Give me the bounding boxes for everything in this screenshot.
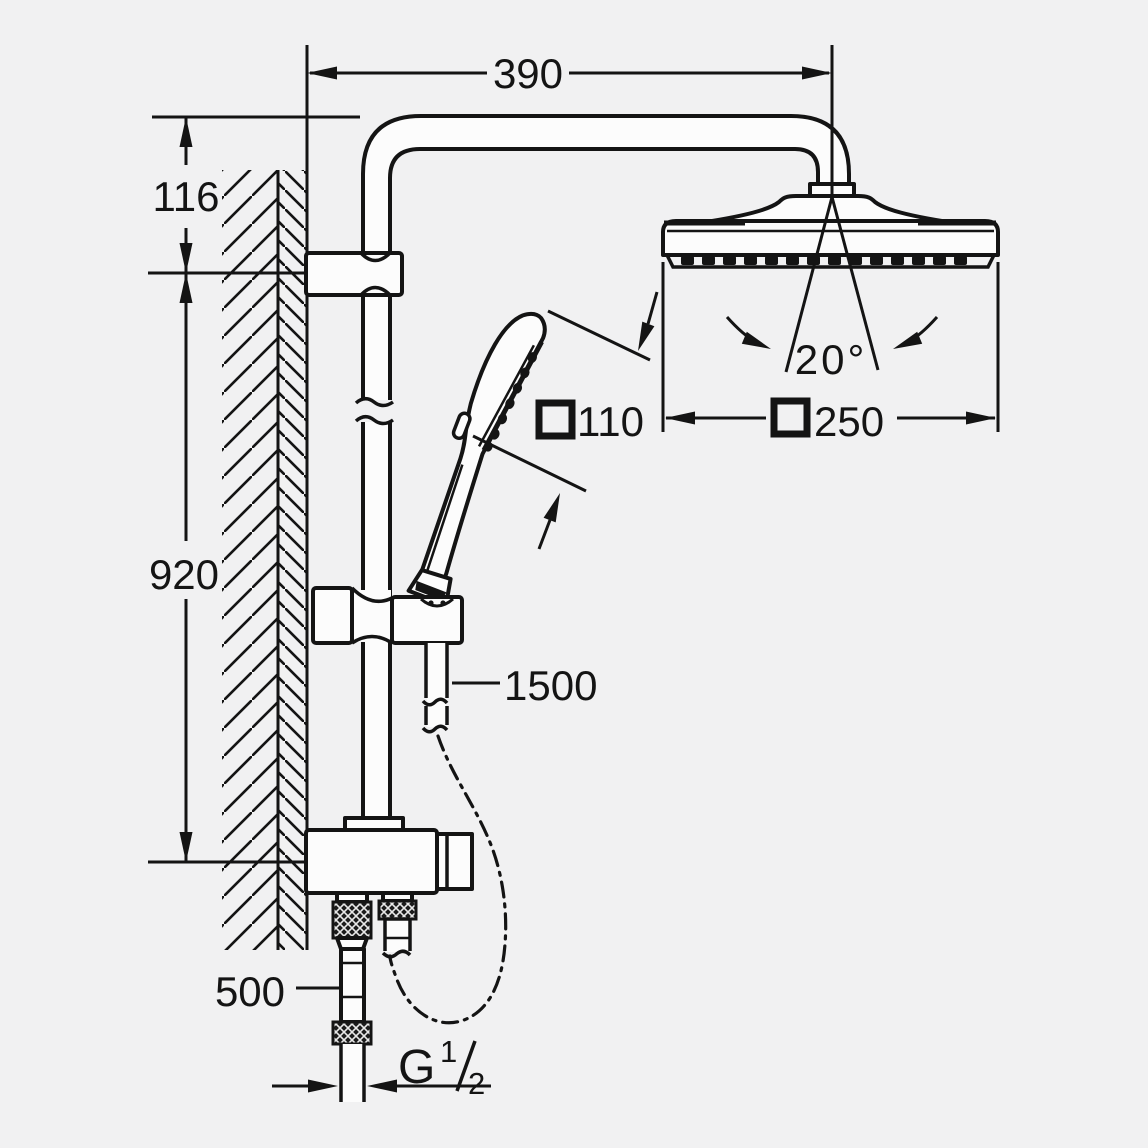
wall-section <box>222 170 309 950</box>
dimension-g-half <box>272 1040 491 1093</box>
label-500: 500 <box>215 968 285 1015</box>
label-1500: 1500 <box>504 662 597 709</box>
valve-body <box>304 828 439 895</box>
square-symbol-110 <box>535 399 576 440</box>
dimension-116-920 <box>179 117 193 862</box>
bracket-clamp-bottom <box>359 285 392 297</box>
label-thread-g: G <box>398 1041 435 1094</box>
square-symbol-250 <box>770 397 811 438</box>
outlet-connector <box>377 891 418 959</box>
holder-glide-block <box>311 586 354 645</box>
inlet-hose <box>339 947 366 1024</box>
label-thread-denominator: 2 <box>468 1066 485 1101</box>
slider-holder <box>311 586 464 645</box>
wall-bracket-top <box>304 251 404 297</box>
bracket-clamp-top <box>359 251 392 263</box>
wall-hatch-finish-layer <box>278 170 307 950</box>
outlet-hose-break <box>381 949 412 959</box>
inlet-knurl-nut-2 <box>331 1020 373 1046</box>
outlet-hose-sides <box>383 917 412 951</box>
head-shower-plate <box>661 219 1000 257</box>
diverter-knob <box>435 832 474 891</box>
label-920: 920 <box>149 551 219 598</box>
dimension-labels: 390 116 920 20° 110 250 1500 500 G 1 2 <box>149 50 884 1101</box>
angle-20-indicator <box>725 196 939 373</box>
hand-shower-nozzles <box>484 352 538 452</box>
wall-hatch-outer <box>222 170 278 950</box>
leader-lines <box>296 681 500 990</box>
inlet-connector <box>331 891 373 1102</box>
inlet-knurl-nut <box>331 900 373 940</box>
head-shower <box>661 182 1000 269</box>
hose-dashed-loop <box>388 734 508 1025</box>
hand-shower <box>406 311 547 608</box>
hose-break-1 <box>421 697 449 707</box>
holder-saddle-bottom <box>351 634 393 645</box>
rail-arm-tube <box>361 114 851 832</box>
outlet-knurl-nut <box>377 899 418 921</box>
shower-rail-and-arm <box>354 114 851 832</box>
hand-shower-face-inner-line <box>477 344 535 447</box>
fraction-slash <box>455 1040 477 1092</box>
hose-break-2 <box>421 724 449 734</box>
head-shower-nozzles <box>681 256 967 265</box>
label-116: 116 <box>153 173 220 220</box>
label-390: 390 <box>493 50 563 97</box>
shower-hose <box>388 643 508 1025</box>
dimension-250 <box>661 262 1000 438</box>
head-shower-dome <box>690 194 964 226</box>
hand-shower-mode-button <box>451 411 472 441</box>
dimension-390 <box>305 45 834 196</box>
holder-saddle-top <box>350 586 393 604</box>
label-thread-numerator: 1 <box>440 1034 457 1069</box>
mixer-valve <box>304 816 474 1102</box>
bracket-body <box>304 251 404 297</box>
inlet-pipe <box>339 1044 366 1102</box>
label-110: 110 <box>577 398 644 445</box>
rail-break-symbol <box>354 397 395 426</box>
hand-shower-body <box>412 311 547 602</box>
hose-solid-sides <box>424 643 449 725</box>
label-20-degrees: 20° <box>795 336 868 383</box>
label-250: 250 <box>814 398 884 445</box>
head-shower-spray-face <box>664 253 997 269</box>
dimension-110 <box>472 291 659 550</box>
